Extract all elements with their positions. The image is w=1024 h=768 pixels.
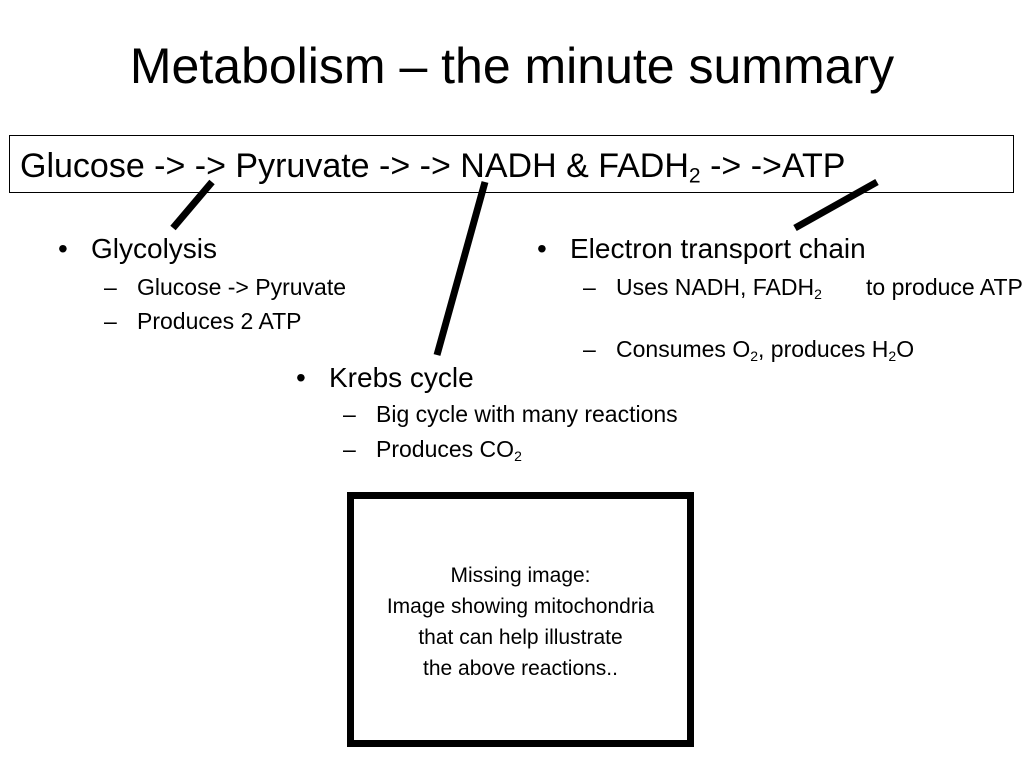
krebs-heading: • Krebs cycle [296,361,474,395]
krebs-item: –Produces CO2 [343,436,522,463]
bullet-icon: • [537,233,547,264]
glycolysis-heading: • Glycolysis [58,232,217,266]
krebs-heading-text: Krebs cycle [329,362,474,393]
etc-item: –Consumes O2, produces H2O [583,336,914,363]
glycolysis-item: –Produces 2 ATP [104,308,302,335]
missing-image-line: the above reactions.. [423,657,618,680]
pathway-equation-part1: Glucose -> -> Pyruvate -> -> NADH & FADH [20,147,689,185]
etc-item-text: , produces H [758,336,889,362]
glycolysis-item: –Glucose -> Pyruvate [104,274,346,301]
etc-item-text: Uses NADH, FADH [616,274,815,300]
slide-title: Metabolism – the minute summary [129,38,895,94]
pathway-equation: Glucose -> -> Pyruvate -> -> NADH & FADH… [20,143,845,189]
dash-icon: – [343,436,356,462]
krebs-item-text: Produces CO [376,436,515,462]
glycolysis-item-text: Produces 2 ATP [137,308,302,334]
krebs-item: –Big cycle with many reactions [343,401,678,428]
connector-krebs [433,181,489,356]
dash-icon: – [583,274,596,300]
krebs-item-text: Big cycle with many reactions [376,401,678,427]
pathway-equation-part2: -> ->ATP [700,147,846,185]
etc-item-text: to produce ATP [866,274,1023,300]
bullet-icon: • [58,233,68,264]
krebs-co2-subscript: 2 [514,448,522,464]
missing-image-caption: Missing image: Image showing mitochondri… [347,560,694,684]
bullet-icon: • [296,362,306,393]
etc-fadh-subscript: 2 [814,286,822,302]
etc-item-text: O [896,336,915,362]
missing-image-line: that can help illustrate [418,626,623,649]
glycolysis-item-text: Glucose -> Pyruvate [137,274,347,300]
pathway-fadh-subscript: 2 [688,164,701,188]
dash-icon: – [104,274,117,300]
dash-icon: – [343,401,356,427]
etc-o2-subscript: 2 [750,348,759,364]
etc-h2o-subscript: 2 [888,348,897,364]
etc-item-continuation: to produce ATP [866,274,1023,301]
etc-heading-text: Electron transport chain [570,233,866,264]
etc-item-text: Consumes O [616,336,751,362]
etc-heading: • Electron transport chain [537,232,866,266]
dash-icon: – [583,336,596,362]
missing-image-line: Image showing mitochondria [386,595,655,618]
missing-image-line: Missing image: [450,564,591,587]
missing-image-frame [347,492,694,747]
dash-icon: – [104,308,117,334]
pathway-box [9,135,1014,193]
etc-item: –Uses NADH, FADH2 [583,274,822,301]
glycolysis-heading-text: Glycolysis [91,233,218,264]
